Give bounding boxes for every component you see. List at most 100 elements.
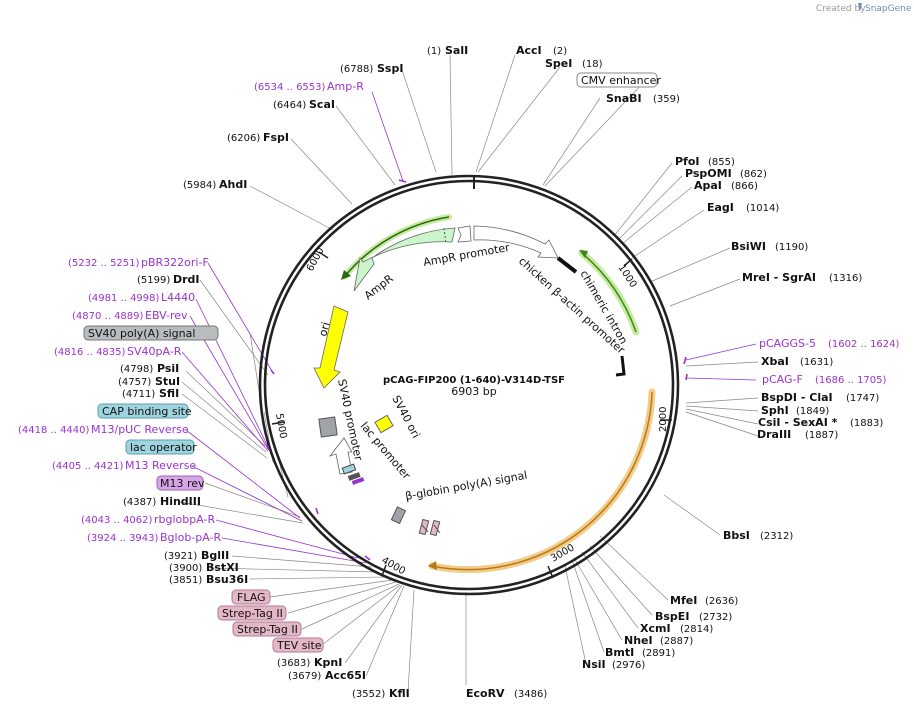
enzyme-pos-SalI: (1) bbox=[427, 46, 441, 57]
feature-boxes[interactable]: CMV enhancer SV40 poly(A) signal CAP bin… bbox=[83, 72, 661, 653]
ori-feature[interactable] bbox=[313, 305, 349, 389]
ampr-feature[interactable] bbox=[353, 227, 456, 292]
enzyme-pos-KpnI: (3683) bbox=[277, 658, 310, 669]
enzyme-HindIII: HindIII bbox=[160, 495, 201, 508]
enzyme-pos-BbsI: (2312) bbox=[760, 531, 793, 542]
enzyme-pos-SphI: (1849) bbox=[796, 406, 829, 417]
primer-M13-pUC-Reverse: M13/pUC Reverse bbox=[91, 423, 189, 436]
enzyme-pos-CsiI-SexAI: (1883) bbox=[850, 418, 883, 429]
primer-range-M13-pUC-Reverse: (4418 .. 4440) bbox=[18, 425, 90, 436]
primer-range-Bglob-pA-R: (3924 .. 3943) bbox=[87, 533, 159, 544]
enzyme-AhdI: AhdI bbox=[219, 178, 247, 191]
enzyme-AccI: AccI bbox=[516, 44, 542, 57]
primer-range-Amp-R: (6534 .. 6553) bbox=[254, 82, 326, 93]
beta-globin-block[interactable] bbox=[390, 506, 407, 525]
primer-connector-lines bbox=[181, 91, 757, 564]
tag-blocks[interactable] bbox=[418, 518, 441, 537]
primer-range-EBV-rev: (4870 .. 4889) bbox=[72, 311, 144, 322]
cap-binding-block[interactable] bbox=[341, 463, 357, 475]
enzyme-pos-ApaI: (866) bbox=[731, 181, 758, 192]
enzyme-pos-SspI: (6788) bbox=[340, 64, 373, 75]
enzyme-BspDI-ClaI: BspDI - ClaI bbox=[761, 391, 833, 404]
feature-box-cap-binding-site: CAP binding site bbox=[97, 403, 192, 419]
enzyme-DrdI: DrdI bbox=[173, 273, 200, 286]
feature-box-flag: FLAG bbox=[231, 589, 271, 605]
enzyme-pos-KflI: (3552) bbox=[352, 689, 385, 700]
enzyme-BspEI: BspEI bbox=[655, 610, 689, 623]
plasmid-length: 6903 bp bbox=[451, 385, 496, 398]
ampr-label: AmpR bbox=[362, 272, 396, 303]
enzyme-SnaBI: SnaBI bbox=[606, 92, 642, 105]
enzyme-CsiI-SexAI: CsiI - SexAI * bbox=[758, 416, 838, 429]
ampr-glow-arrowhead-icon bbox=[341, 270, 351, 280]
feature-box-sv40-polya: SV40 poly(A) signal bbox=[83, 325, 219, 341]
primer-labels[interactable]: (6534 .. 6553) Amp-R (5232 .. 5251) pBR3… bbox=[18, 80, 900, 544]
chimeric-intron-arc bbox=[581, 252, 637, 333]
enzyme-FspI: FspI bbox=[263, 131, 289, 144]
enzyme-BsiWI: BsiWI bbox=[731, 240, 766, 253]
credit-brand: SnapGene bbox=[865, 4, 912, 14]
enzyme-XcmI: XcmI bbox=[640, 622, 671, 635]
enzyme-pos-MreI-SgrAI: (1316) bbox=[829, 273, 862, 284]
feature-box-lac-operator: lac operator bbox=[125, 439, 197, 455]
enzyme-SpeI: SpeI bbox=[545, 57, 572, 70]
intron-end-bar bbox=[615, 355, 626, 377]
enzyme-pos-NsiI: (2976) bbox=[612, 660, 645, 671]
enzyme-pos-BglII: (3921) bbox=[164, 551, 197, 562]
primer-pBR322ori-F: pBR322ori-F bbox=[141, 256, 209, 269]
enzyme-labels-left[interactable]: (6788) SspI (6464) ScaI (6206) FspI (598… bbox=[118, 62, 410, 700]
enzyme-labels-top-right[interactable]: (1) SalI AccI (2) SpeI (18) SnaBI (359) … bbox=[427, 44, 883, 700]
enzyme-XbaI: XbaI bbox=[761, 355, 789, 368]
tick-marks bbox=[271, 251, 672, 579]
orf-arc bbox=[431, 391, 653, 571]
enzyme-BglII: BglII bbox=[201, 549, 229, 562]
m13-rev-block[interactable] bbox=[351, 477, 365, 485]
primer-range-M13-Reverse: (4405 .. 4421) bbox=[52, 461, 124, 472]
svg-text:TEV site: TEV site bbox=[276, 639, 322, 652]
enzyme-pos-XbaI: (1631) bbox=[800, 357, 833, 368]
svg-text:Strep-Tag II: Strep-Tag II bbox=[222, 607, 283, 620]
enzyme-MfeI: MfeI bbox=[670, 594, 697, 607]
feature-box-m13-rev: M13 rev bbox=[156, 475, 205, 491]
enzyme-pos-SnaBI: (359) bbox=[653, 94, 680, 105]
connector-lines bbox=[179, 54, 759, 693]
enzyme-MreI-SgrAI: MreI - SgrAI bbox=[742, 271, 816, 284]
sv40-ori-block[interactable] bbox=[374, 414, 394, 434]
lac-operator-block[interactable] bbox=[347, 472, 361, 481]
ampr-separator bbox=[443, 227, 447, 245]
intron-arrowhead-icon bbox=[579, 250, 588, 258]
ori-label: ori bbox=[316, 321, 332, 338]
enzyme-pos-Acc65I: (3679) bbox=[288, 671, 321, 682]
enzyme-pos-PspOMI: (862) bbox=[740, 169, 767, 180]
enzyme-pos-SfiI: (4711) bbox=[122, 389, 155, 400]
backbone-outer bbox=[258, 174, 680, 596]
enzyme-pos-DrdI: (5199) bbox=[137, 275, 170, 286]
enzyme-Bsu36I: Bsu36I bbox=[206, 573, 248, 586]
enzyme-KflI: KflI bbox=[389, 687, 410, 700]
tick-label-5000: 5000 bbox=[273, 413, 288, 440]
enzyme-pos-PsiI: (4798) bbox=[120, 364, 153, 375]
enzyme-pos-EcoRV: (3486) bbox=[514, 689, 547, 700]
enzyme-pos-SpeI: (18) bbox=[582, 59, 603, 70]
primer-range-pCAG-F: (1686 .. 1705) bbox=[815, 375, 887, 386]
primer-M13-Reverse: M13 Reverse bbox=[125, 459, 196, 472]
enzyme-NsiI: NsiI bbox=[582, 658, 606, 671]
enzyme-SphI: SphI bbox=[761, 404, 789, 417]
sv40-promoter-block[interactable] bbox=[318, 416, 338, 438]
primer-range-pCAGGS-5: (1602 .. 1624) bbox=[828, 339, 900, 350]
enzyme-ScaI: ScaI bbox=[309, 98, 335, 111]
primer-range-rbglobpA-R: (4043 .. 4062) bbox=[81, 515, 153, 526]
enzyme-NheI: NheI bbox=[624, 634, 653, 647]
primer-range-SV40pA-R: (4816 .. 4835) bbox=[54, 347, 126, 358]
primer-pCAGGS-5: pCAGGS-5 bbox=[759, 337, 816, 350]
sv40-ori-label: SV40 ori bbox=[389, 393, 422, 440]
enzyme-pos-HindIII: (4387) bbox=[123, 497, 156, 508]
amp-promoter-feature[interactable] bbox=[457, 225, 472, 243]
primer-Amp-R: Amp-R bbox=[327, 80, 364, 93]
orf-arrowhead-icon bbox=[428, 561, 437, 570]
svg-text:FLAG: FLAG bbox=[237, 591, 266, 604]
enzyme-SspI: SspI bbox=[377, 62, 403, 75]
enzyme-pos-BstXI: (3900) bbox=[169, 563, 202, 574]
enzyme-EagI: EagI bbox=[707, 201, 734, 214]
